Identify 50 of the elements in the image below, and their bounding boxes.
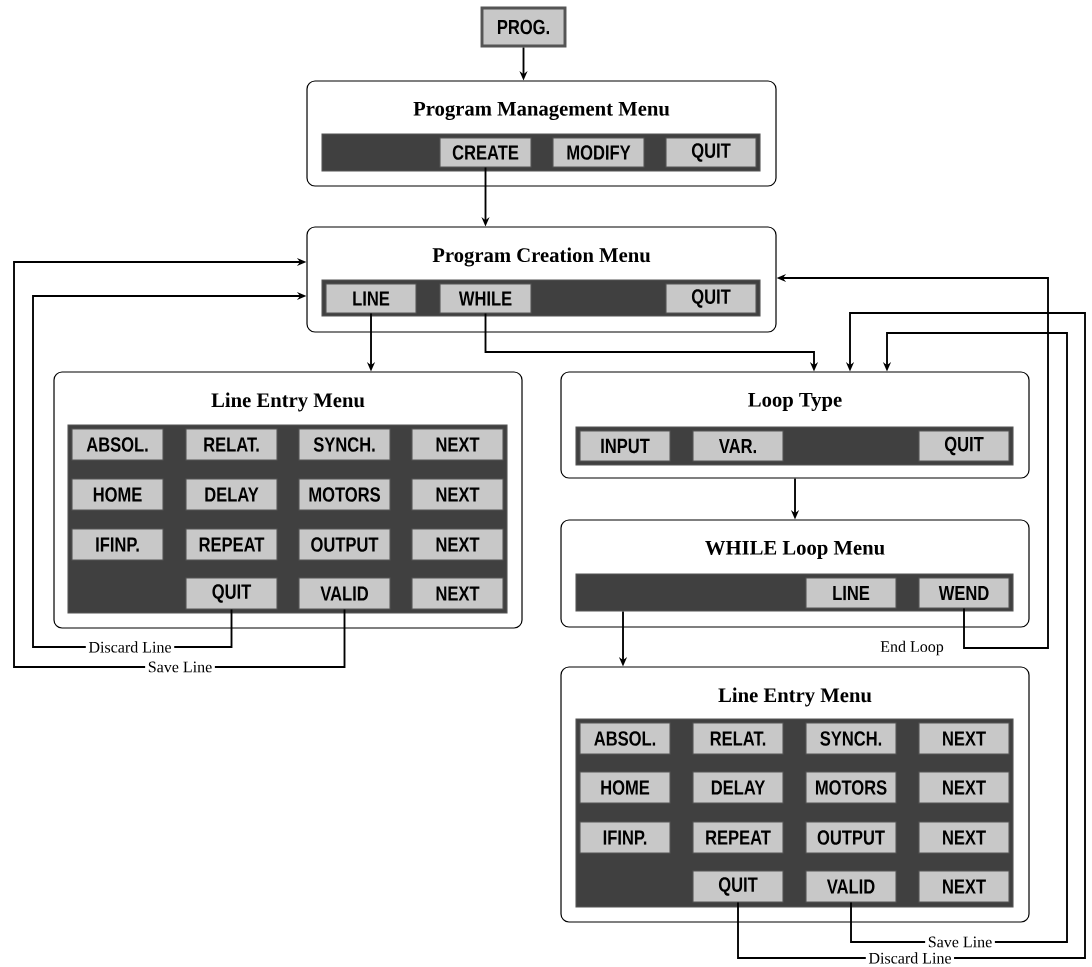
menu-button: RELAT. bbox=[692, 722, 784, 755]
menu-button: OUTPUT bbox=[298, 528, 391, 561]
menu-button: VALID bbox=[805, 870, 897, 903]
edge-label: Save Line bbox=[145, 658, 215, 676]
menu-button: NEXT bbox=[918, 821, 1010, 854]
menu-button: WEND bbox=[918, 577, 1010, 609]
menu-button: OUTPUT bbox=[805, 821, 897, 854]
menu-button: IFINP. bbox=[579, 821, 671, 854]
menu-button: MODIFY bbox=[552, 137, 645, 168]
menu-button: NEXT bbox=[918, 771, 1010, 804]
arrow bbox=[850, 332, 1068, 943]
menu-button: CREATE bbox=[439, 137, 532, 168]
menu-button: HOME bbox=[579, 771, 671, 804]
menu-button: IFINP. bbox=[71, 528, 164, 561]
menu-button: WHILE bbox=[439, 283, 532, 314]
menu-button: RELAT. bbox=[185, 428, 278, 461]
menu-button: QUIT bbox=[665, 137, 757, 168]
menu-button: NEXT bbox=[411, 478, 504, 511]
menu-button: ABSOL. bbox=[579, 722, 671, 755]
menu-button: QUIT bbox=[692, 870, 784, 903]
menu-button: ABSOL. bbox=[71, 428, 164, 461]
arrow bbox=[13, 257, 346, 668]
menu-button: INPUT bbox=[579, 430, 671, 462]
menu-button: NEXT bbox=[411, 528, 504, 561]
edge-label: Discard Line bbox=[865, 949, 955, 967]
menu-button: QUIT bbox=[185, 577, 278, 610]
menu-button: QUIT bbox=[665, 283, 757, 314]
menu-button: SYNCH. bbox=[805, 722, 897, 755]
menu-button: SYNCH. bbox=[298, 428, 391, 461]
menu-button: NEXT bbox=[918, 870, 1010, 903]
menu-button: VAR. bbox=[692, 430, 784, 462]
menu-button: NEXT bbox=[411, 577, 504, 610]
menu-button: LINE bbox=[325, 283, 417, 314]
menu-button: QUIT bbox=[918, 430, 1010, 462]
menu-button: REPEAT bbox=[692, 821, 784, 854]
menu-button: LINE bbox=[805, 577, 897, 609]
menu-button: MOTORS bbox=[805, 771, 897, 804]
edge-label: Save Line bbox=[925, 933, 995, 951]
menu-button: MOTORS bbox=[298, 478, 391, 511]
menu-button: NEXT bbox=[411, 428, 504, 461]
menu-button: DELAY bbox=[692, 771, 784, 804]
arrow bbox=[737, 312, 1086, 959]
edge-label: Discard Line bbox=[85, 638, 175, 656]
menu-button: HOME bbox=[71, 478, 164, 511]
menu-button: REPEAT bbox=[185, 528, 278, 561]
menu-button: DELAY bbox=[185, 478, 278, 511]
menu-button: NEXT bbox=[918, 722, 1010, 755]
menu-button: PROG. bbox=[480, 6, 567, 48]
edge-label: End Loop bbox=[877, 638, 947, 658]
menu-button: VALID bbox=[298, 577, 391, 610]
